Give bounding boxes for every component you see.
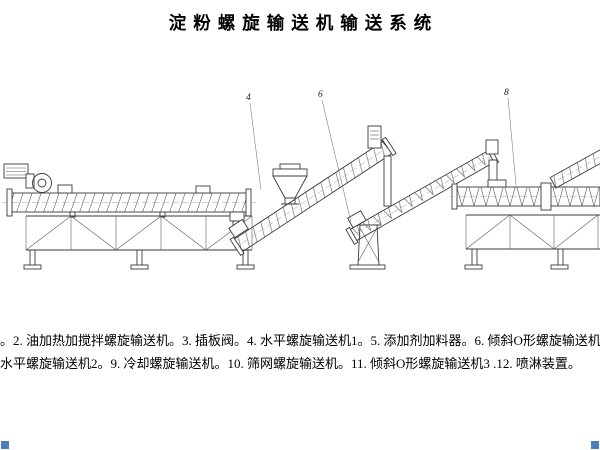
base-plate (130, 264, 149, 270)
drawing-title: 淀粉螺旋输送机输送系统 (168, 13, 439, 33)
watermark-corner-right (591, 441, 599, 449)
head-motor (367, 125, 382, 149)
callout-6: 6 (318, 90, 352, 223)
inlet-port (487, 179, 507, 188)
leader-line (321, 99, 352, 223)
inclined-screw-conveyor-b (345, 139, 500, 245)
callout-4-label: 4 (246, 93, 251, 103)
base-plate (349, 264, 386, 270)
inlet-port (57, 184, 73, 194)
truss-support-right (464, 214, 600, 270)
base-plate (550, 264, 569, 270)
callouts: 4 6 8 (246, 88, 517, 223)
horizontal-screw-conveyor-right (450, 179, 600, 211)
inclined-screw-conveyor-a (228, 125, 397, 256)
base-plate (464, 264, 483, 270)
drop-chute (383, 155, 392, 207)
head-gearbox (485, 139, 499, 155)
watermark-corner-left (1, 441, 9, 449)
truss-support-left (23, 215, 255, 270)
leader-line (507, 97, 517, 186)
oil-heated-mixing-screw-conveyor (2, 163, 256, 218)
callout-4: 4 (246, 93, 262, 191)
legend: 。2. 油加热加搅拌螺旋输送机。3. 插板阀。4. 水平螺旋输送机1。5. 添加… (0, 334, 600, 380)
base-plate (236, 264, 255, 270)
drive-pulley (32, 173, 52, 193)
legend-line-1: 。2. 油加热加搅拌螺旋输送机。3. 插板阀。4. 水平螺旋输送机1。5. 添加… (0, 333, 600, 348)
callout-8-label: 8 (504, 88, 509, 98)
leader-line (249, 102, 262, 191)
drive-motor (3, 163, 29, 179)
callout-8: 8 (504, 88, 517, 186)
inclined-screw-conveyor-partial (549, 135, 600, 189)
base-plate (23, 264, 42, 270)
callout-6-label: 6 (318, 90, 323, 100)
bearing-stand (540, 182, 552, 211)
legend-line-2: 水平螺旋输送机2。9. 冷却螺旋输送机。10. 筛网螺旋输送机。11. 倾斜O形… (0, 356, 581, 371)
